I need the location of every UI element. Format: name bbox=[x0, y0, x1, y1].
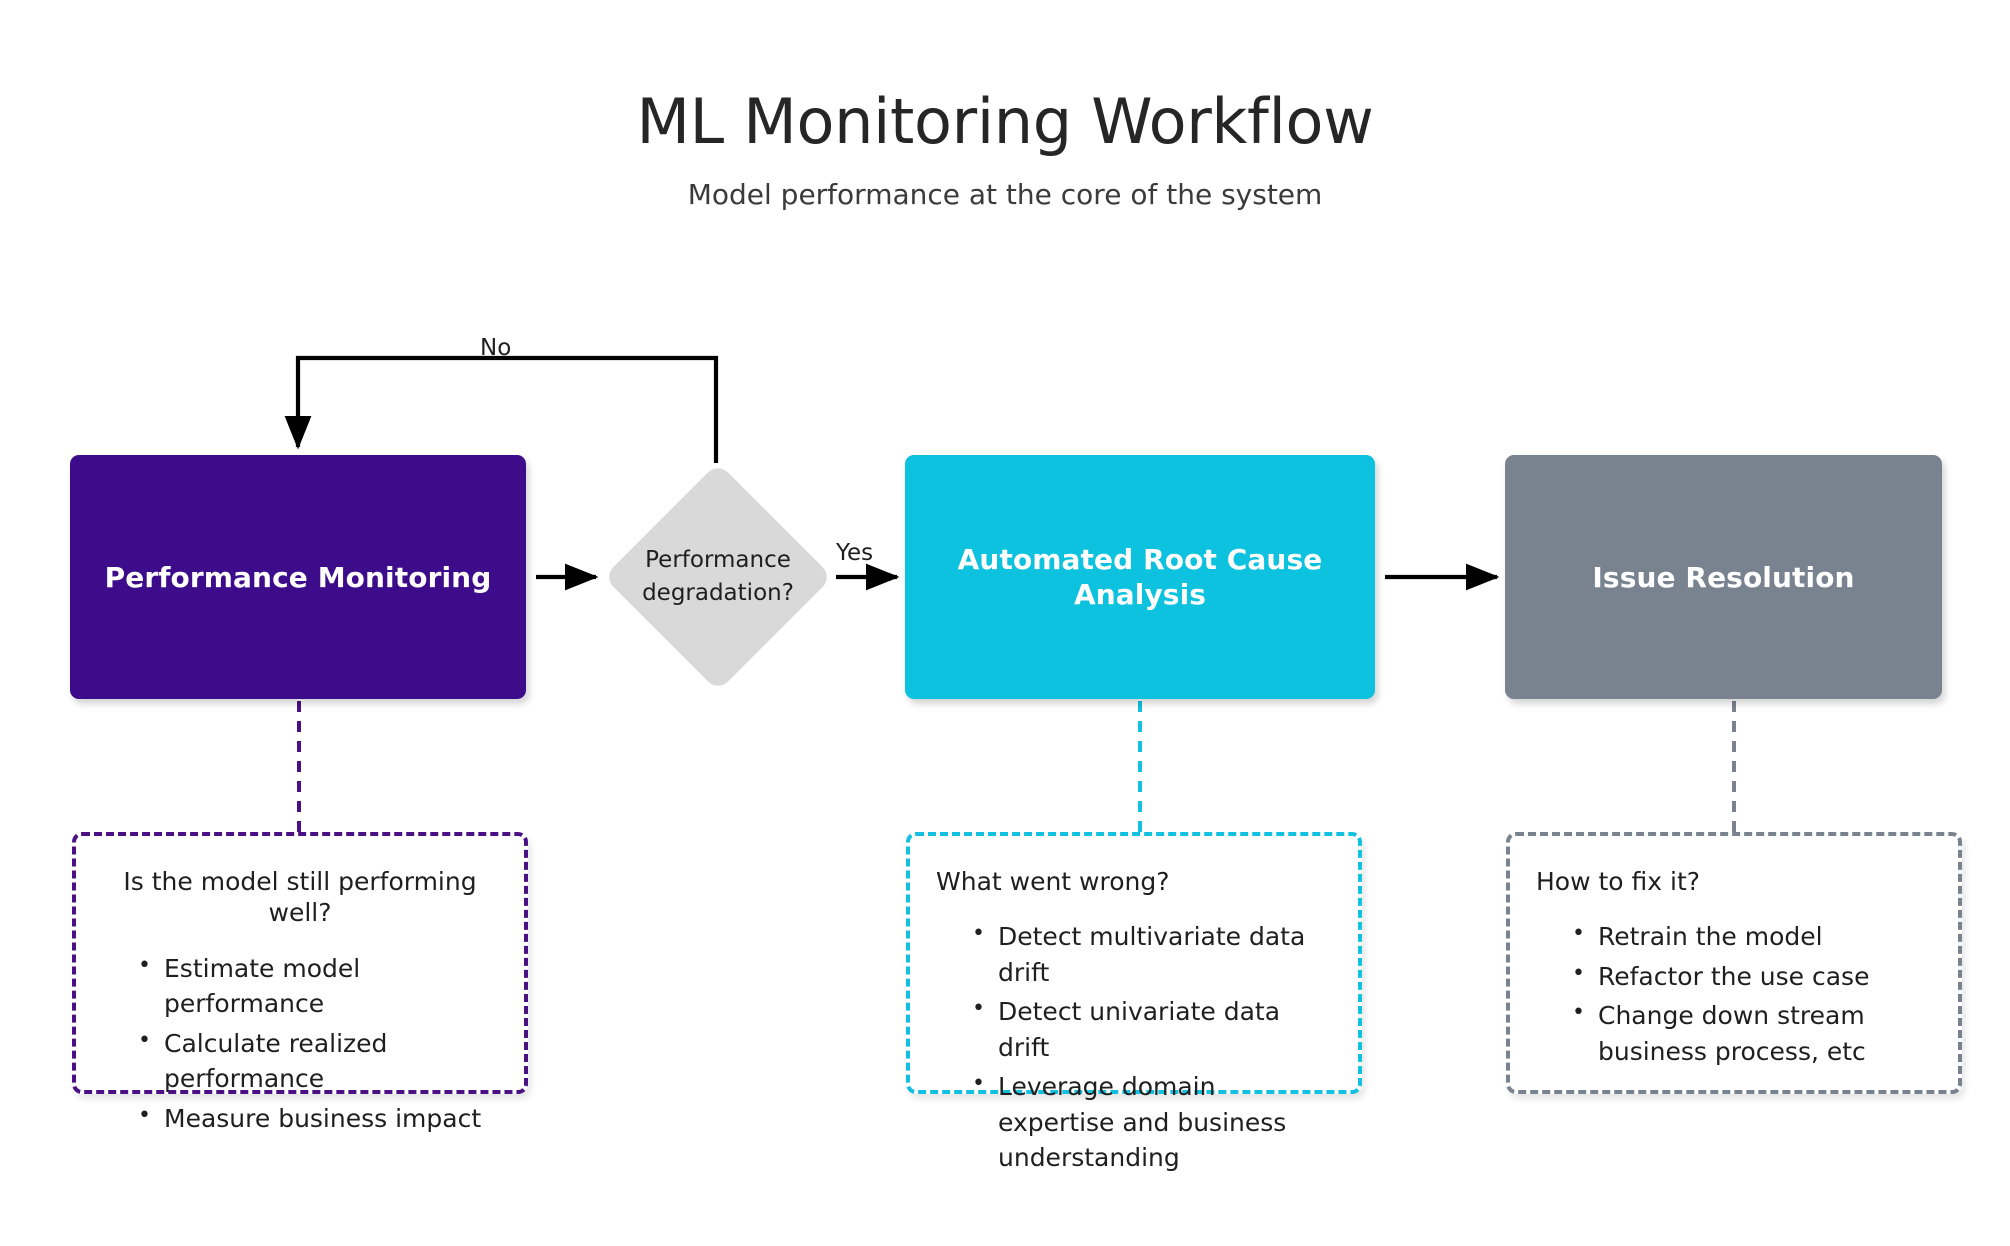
list-item: Refactor the use case bbox=[1572, 958, 1932, 995]
diagram-header: ML Monitoring Workflow Model performance… bbox=[0, 85, 2010, 212]
list-item: Change down stream business process, etc bbox=[1572, 997, 1932, 1069]
page-title: ML Monitoring Workflow bbox=[636, 85, 1374, 158]
edge-label-no: No bbox=[480, 335, 512, 361]
list-item: Retrain the model bbox=[1572, 918, 1932, 955]
list-item: Detect univariate data drift bbox=[972, 993, 1332, 1065]
detail-heading: Is the model still performing well? bbox=[123, 867, 477, 928]
list-item: Leverage domain expertise and business u… bbox=[972, 1068, 1332, 1176]
node-root-cause-label: Automated Root Cause Analysis bbox=[957, 543, 1323, 611]
node-performance-monitoring-label: Performance Monitoring bbox=[104, 560, 492, 594]
detail-heading: What went wrong? bbox=[936, 867, 1170, 896]
detail-list: Retrain the model Refactor the use case … bbox=[1536, 918, 1932, 1069]
list-item: Estimate model performance bbox=[138, 950, 498, 1022]
list-item: Measure business impact bbox=[138, 1100, 498, 1137]
detail-list: Detect multivariate data drift Detect un… bbox=[936, 918, 1332, 1176]
node-automated-root-cause-analysis[interactable]: Automated Root Cause Analysis bbox=[905, 455, 1375, 699]
list-item: Calculate realized performance bbox=[138, 1025, 498, 1097]
detail-panel-issue-resolution: How to fix it? Retrain the model Refacto… bbox=[1506, 832, 1962, 1094]
detail-heading: How to fix it? bbox=[1536, 867, 1701, 896]
detail-panel-root-cause-analysis: What went wrong? Detect multivariate dat… bbox=[906, 832, 1362, 1172]
node-decision-label: Performance degradation? bbox=[642, 547, 794, 606]
page-subtitle: Model performance at the core of the sys… bbox=[687, 178, 1323, 212]
edge-label-yes: Yes bbox=[836, 540, 874, 566]
list-item: Detect multivariate data drift bbox=[972, 918, 1332, 990]
detail-list: Estimate model performance Calculate rea… bbox=[102, 950, 498, 1137]
node-performance-monitoring[interactable]: Performance Monitoring bbox=[70, 455, 526, 699]
node-issue-resolution[interactable]: Issue Resolution bbox=[1505, 455, 1942, 699]
node-decision-performance-degradation[interactable]: Performance degradation? bbox=[603, 462, 833, 692]
node-issue-resolution-label: Issue Resolution bbox=[1592, 560, 1855, 594]
detail-panel-performance-monitoring: Is the model still performing well? Esti… bbox=[72, 832, 528, 1133]
edge-no-loop bbox=[284, 355, 719, 463]
